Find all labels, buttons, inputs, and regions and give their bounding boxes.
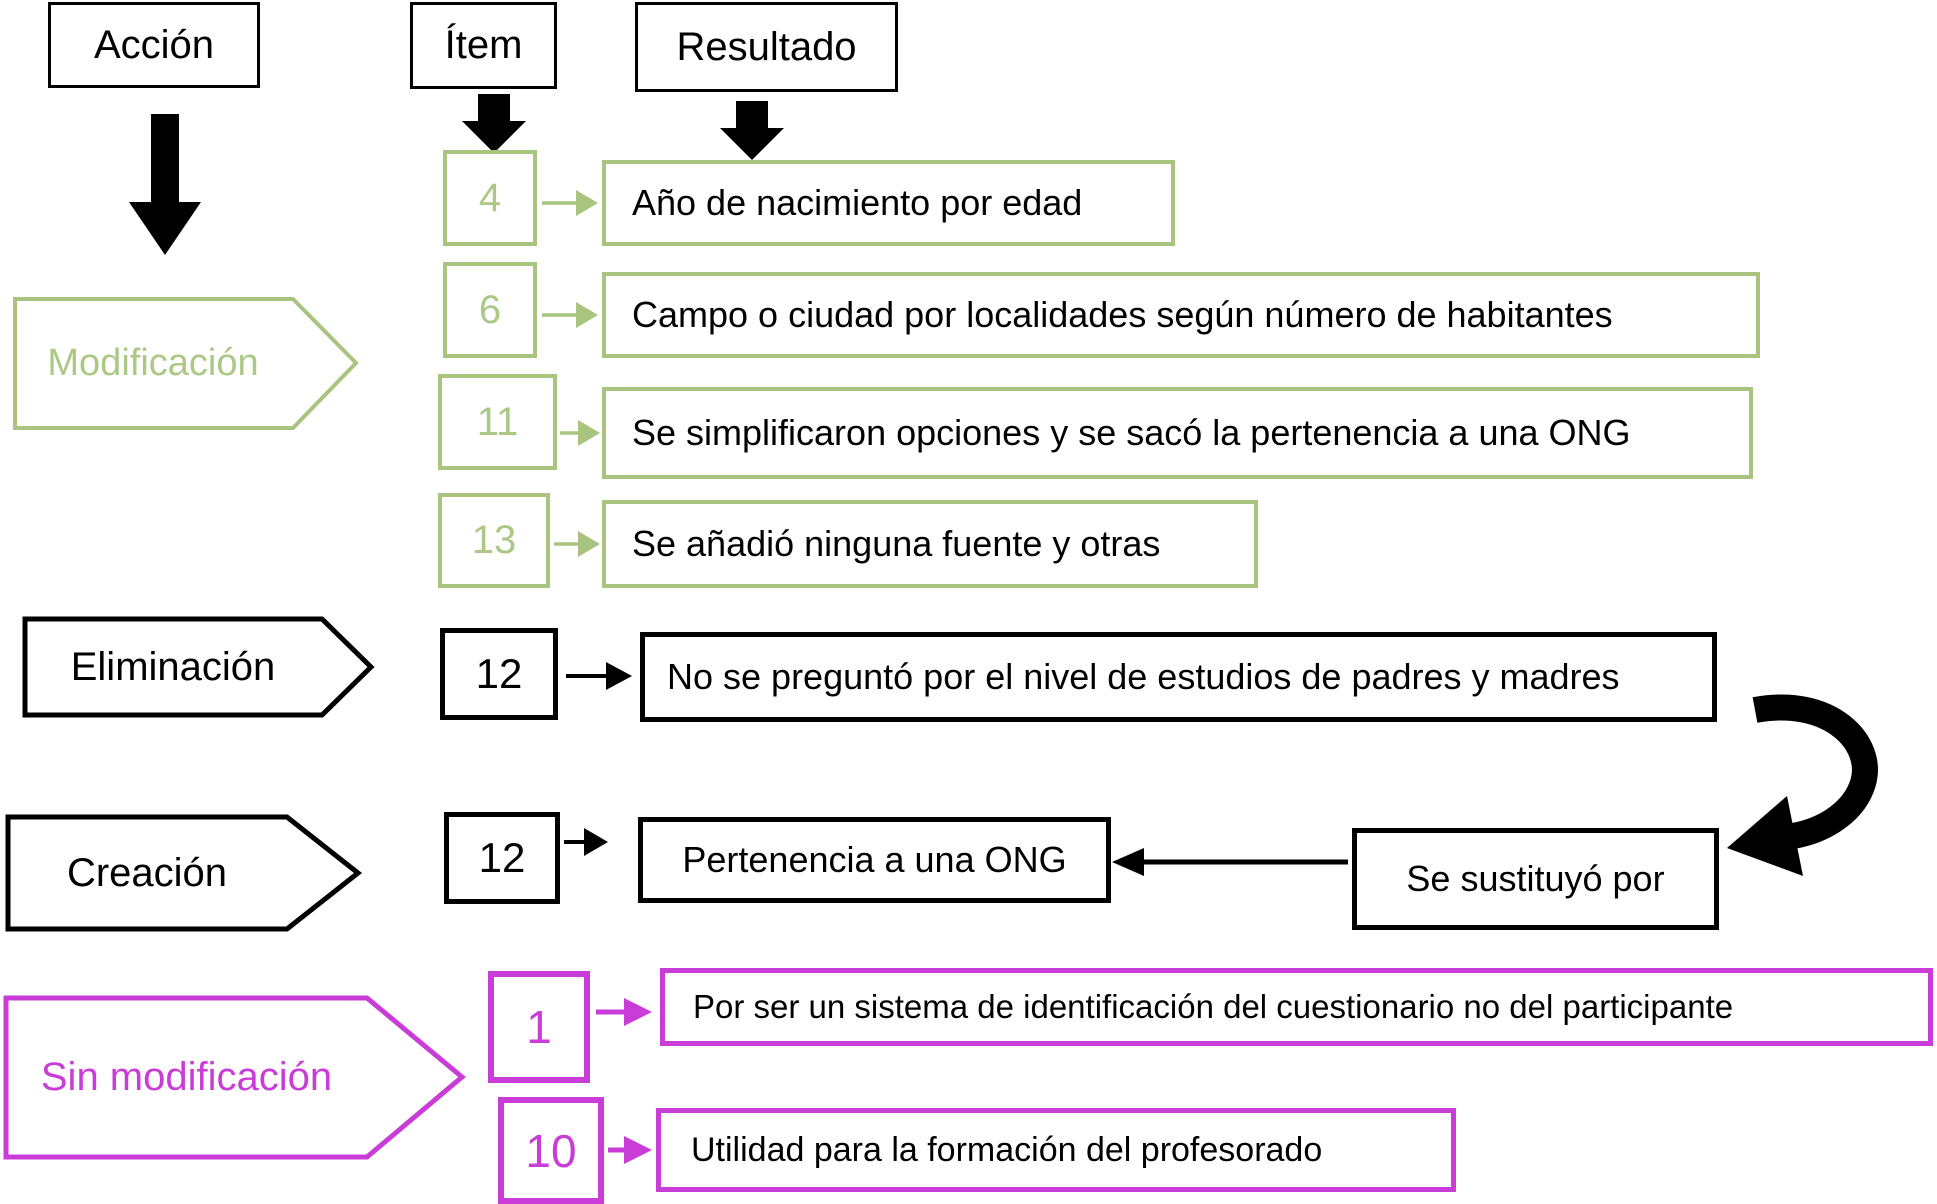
item-box-12: 12 [440, 628, 558, 720]
chevron-shape [13, 297, 359, 430]
chevron-label: Modificación [47, 342, 259, 384]
result-box: Año de nacimiento por edad [602, 160, 1175, 246]
curved-arrow-icon [1727, 694, 1878, 876]
chevron-modificacion: Modificación [13, 297, 359, 430]
down-arrow-icon [720, 101, 784, 160]
item-number: 10 [525, 1124, 577, 1177]
result-box: Utilidad para la formación del profesora… [656, 1108, 1456, 1192]
right-arrow-icon [566, 662, 632, 690]
item-box-4: 4 [443, 150, 537, 246]
item-number: 11 [476, 399, 519, 444]
right-arrow-icon [542, 190, 598, 216]
result-box: No se preguntó por el nivel de estudios … [640, 632, 1717, 722]
item-box-13: 13 [438, 493, 550, 588]
chevron-label: Sin modificación [40, 1055, 333, 1099]
right-arrow-icon [596, 998, 652, 1026]
chevron-shape [5, 814, 363, 932]
result-box: Se simplificaron opciones y se sacó la p… [602, 387, 1753, 479]
item-box-11: 11 [438, 374, 557, 470]
item-number: 4 [478, 175, 502, 220]
result-box: Por ser un sistema de identificación del… [660, 968, 1933, 1046]
item-box-1: 1 [488, 971, 590, 1083]
down-arrow-icon [462, 94, 526, 153]
item-box-10: 10 [498, 1097, 604, 1204]
right-arrow-icon [542, 302, 598, 328]
header-item: Ítem [410, 2, 557, 89]
item-number: 13 [471, 518, 517, 562]
right-arrow-icon [560, 420, 600, 446]
item-number: 6 [478, 287, 502, 332]
chevron-eliminacion: Eliminación [22, 616, 375, 718]
item-number: 12 [478, 834, 526, 881]
chevron-shape [3, 995, 466, 1160]
item-number: 12 [475, 650, 523, 697]
item-number: 1 [526, 1001, 552, 1053]
chevron-sin-modificacion: Sin modificación [3, 995, 466, 1160]
right-arrow-icon [608, 1136, 652, 1164]
result-box: Campo o ciudad por localidades según núm… [602, 272, 1760, 358]
item-box-12-new: 12 [444, 812, 560, 904]
result-box: Se añadió ninguna fuente y otras [602, 500, 1258, 588]
chevron-label: Creación [66, 850, 228, 895]
right-arrow-icon [564, 828, 608, 856]
item-box-6: 6 [443, 262, 537, 358]
right-arrow-icon [554, 531, 600, 557]
result-box-pertenencia: Pertenencia a una ONG [638, 817, 1111, 903]
down-arrow-icon [129, 114, 201, 255]
header-resultado: Resultado [635, 2, 898, 92]
note-box-sustituyo: Se sustituyó por [1352, 828, 1719, 930]
left-arrow-icon [1112, 848, 1348, 876]
chevron-creacion: Creación [5, 814, 363, 932]
chevron-shape [22, 616, 375, 718]
header-accion: Acción [48, 2, 260, 88]
chevron-label: Eliminación [70, 644, 276, 689]
